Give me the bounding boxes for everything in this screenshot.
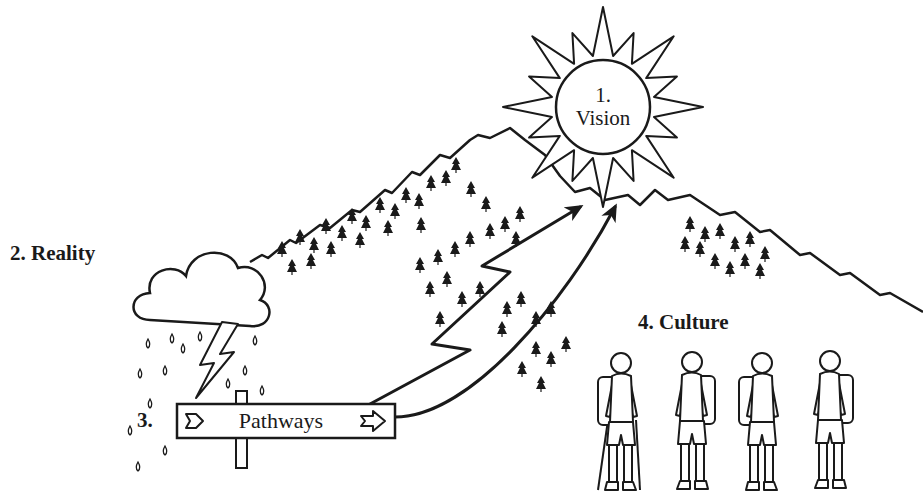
sun-disc <box>556 60 650 154</box>
hikers <box>598 351 853 490</box>
storm-cloud <box>134 253 270 327</box>
sun-rays <box>503 7 703 207</box>
sign-border <box>177 404 395 438</box>
arrow-icon <box>361 411 385 431</box>
callout-label: 2. Reality <box>10 242 95 265</box>
node-title: 1. Vision <box>568 84 638 130</box>
pathways-sign: 3.Pathways <box>177 404 395 438</box>
sign-text: Pathways <box>239 409 323 433</box>
vision-sun: 1. Vision <box>533 37 673 207</box>
path-arrow <box>370 207 580 404</box>
arrow-icon <box>186 414 203 428</box>
callout-label: 4. Culture <box>638 311 729 334</box>
raindrops <box>128 332 264 471</box>
lightning-bolt <box>196 322 238 398</box>
callout-number: 3. <box>137 409 167 432</box>
path-arrow <box>395 207 615 417</box>
